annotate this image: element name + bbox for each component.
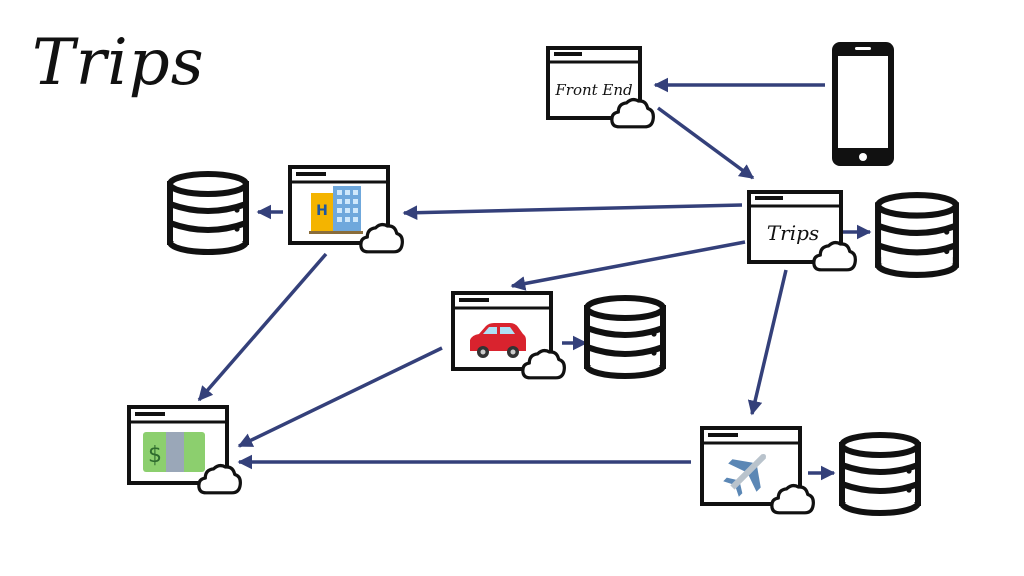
arrow-trips-to-car [510, 240, 746, 291]
mobile-phone-icon [832, 42, 894, 166]
arrow-trips-to-hotel [402, 203, 743, 221]
arrow-frontend-to-trips [656, 106, 755, 180]
car-icon [470, 323, 526, 358]
trips-database-icon [878, 195, 956, 275]
hotel-service: H [288, 165, 405, 254]
flight-database-icon [842, 435, 918, 513]
connection-arrows [197, 77, 872, 481]
frontend-label: Front End [554, 81, 632, 99]
car-service [451, 291, 567, 380]
arrow-car-to-payment [237, 346, 443, 448]
trips-service: Trips [747, 190, 858, 272]
arrow-trips-to-flight [747, 269, 788, 416]
flight-service [700, 426, 816, 515]
trips-label: Trips [767, 221, 819, 245]
svg-text:$: $ [148, 443, 162, 468]
airplane-icon [723, 454, 766, 497]
arrow-hotel-to-payment [197, 252, 328, 402]
hotel-icon: H [309, 186, 363, 234]
payment-service: $ [127, 405, 243, 495]
car-database-icon [587, 298, 663, 376]
svg-text:H: H [316, 203, 328, 219]
money-icon: $ [143, 432, 205, 472]
hotel-database-icon [170, 174, 246, 252]
diagram-title: Trips [32, 26, 205, 100]
frontend-service: Front End [546, 46, 656, 129]
